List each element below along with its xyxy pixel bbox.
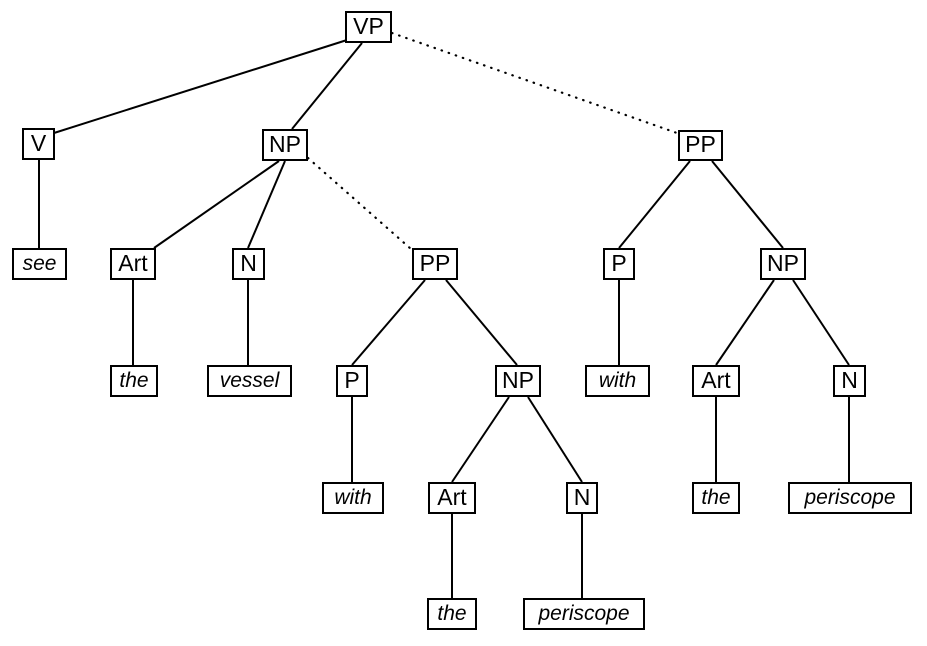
tree-node-label: N bbox=[240, 249, 257, 276]
tree-node-label: Art bbox=[701, 366, 731, 393]
tree-edge-np_mid-art_m bbox=[451, 396, 510, 483]
tree-category-node-np_right[interactable]: NP bbox=[760, 248, 806, 280]
tree-node-label: PP bbox=[419, 249, 451, 276]
tree-leaf-node-with_m[interactable]: with bbox=[322, 482, 384, 514]
tree-edge-pp_mid-np_mid bbox=[445, 279, 518, 366]
tree-node-label: with bbox=[598, 368, 637, 392]
tree-leaf-node-periscope_r[interactable]: periscope bbox=[788, 482, 912, 514]
tree-node-label: PP bbox=[685, 131, 716, 157]
tree-edge-vp-np1 bbox=[291, 42, 363, 130]
tree-category-node-n1[interactable]: N bbox=[232, 248, 265, 280]
tree-node-label: Art bbox=[118, 249, 148, 276]
tree-node-label: see bbox=[22, 251, 57, 275]
tree-node-label: NP bbox=[767, 249, 799, 276]
tree-edge-np1-art1 bbox=[153, 160, 280, 249]
tree-node-label: VP bbox=[353, 12, 384, 39]
tree-leaf-node-periscope_m[interactable]: periscope bbox=[523, 598, 645, 630]
tree-leaf-node-the_r[interactable]: the bbox=[692, 482, 740, 514]
tree-node-label: with bbox=[334, 485, 372, 509]
tree-edge-np_mid-n_m bbox=[527, 396, 583, 483]
tree-category-node-np1[interactable]: NP bbox=[262, 129, 308, 161]
tree-edge-np_right-art_r bbox=[715, 279, 775, 366]
tree-edge-pp_right-p_right bbox=[618, 160, 691, 249]
tree-leaf-node-the_m[interactable]: the bbox=[427, 598, 477, 630]
tree-node-label: periscope bbox=[804, 485, 896, 509]
tree-leaf-node-with_r[interactable]: with bbox=[585, 365, 650, 397]
tree-category-node-art_r[interactable]: Art bbox=[692, 365, 740, 397]
tree-category-node-vp[interactable]: VP bbox=[345, 11, 392, 43]
tree-node-label: vessel bbox=[219, 368, 280, 392]
tree-category-node-p_right[interactable]: P bbox=[603, 248, 635, 280]
tree-category-node-n_r[interactable]: N bbox=[833, 365, 866, 397]
tree-edge-np_right-n_r bbox=[792, 279, 850, 366]
tree-node-label: NP bbox=[502, 366, 534, 393]
tree-edge-pp_right-np_right bbox=[711, 160, 784, 249]
tree-edge-vp-pp_right bbox=[390, 31, 679, 135]
tree-node-label: N bbox=[841, 366, 858, 393]
tree-edge-vp-v bbox=[53, 39, 348, 134]
tree-category-node-pp_mid[interactable]: PP bbox=[412, 248, 458, 280]
tree-category-node-p_mid[interactable]: P bbox=[336, 365, 368, 397]
tree-node-label: the bbox=[119, 368, 149, 392]
tree-node-label: the bbox=[437, 601, 467, 625]
tree-category-node-v[interactable]: V bbox=[22, 128, 55, 160]
tree-edge-pp_mid-p_mid bbox=[351, 279, 426, 366]
tree-category-node-pp_right[interactable]: PP bbox=[678, 130, 723, 161]
tree-node-label: periscope bbox=[538, 601, 630, 625]
tree-node-label: N bbox=[573, 483, 591, 510]
tree-leaf-node-vessel[interactable]: vessel bbox=[207, 365, 292, 397]
tree-edge-np1-n1 bbox=[247, 160, 286, 249]
tree-node-label: the bbox=[701, 485, 731, 509]
tree-node-label: Art bbox=[437, 483, 467, 510]
tree-leaf-node-see[interactable]: see bbox=[12, 248, 67, 280]
tree-node-label: P bbox=[344, 366, 360, 393]
tree-node-label: P bbox=[611, 249, 627, 276]
tree-edge-np1-pp_mid bbox=[306, 156, 413, 251]
tree-leaf-node-the1[interactable]: the bbox=[110, 365, 158, 397]
tree-category-node-np_mid[interactable]: NP bbox=[495, 365, 541, 397]
tree-node-label: V bbox=[30, 129, 47, 156]
tree-node-label: NP bbox=[269, 130, 301, 157]
tree-category-node-art1[interactable]: Art bbox=[110, 248, 156, 280]
tree-category-node-art_m[interactable]: Art bbox=[428, 482, 476, 514]
tree-category-node-n_m[interactable]: N bbox=[566, 482, 598, 514]
